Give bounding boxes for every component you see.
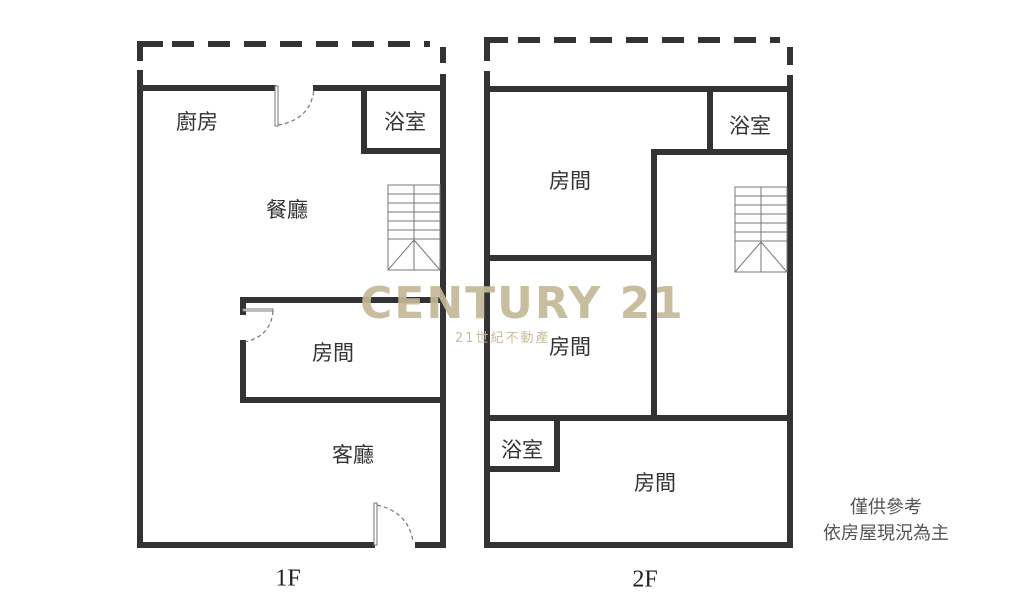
room-label-kitchen: 廚房 (176, 110, 218, 134)
disclaimer-note: 僅供參考 依房屋現況為主 (806, 495, 966, 547)
room-label-bathroom-2f-top: 浴室 (729, 114, 771, 138)
floor-2f-walls (484, 37, 793, 548)
door-kitchen (274, 85, 315, 127)
watermark-brand: CENTURY 21 (360, 278, 685, 329)
watermark-subtitle: 21世紀不動產 (455, 331, 551, 346)
room-label-bedroom-2f-a: 房間 (549, 169, 591, 193)
room-label-bedroom-2f-b: 房間 (549, 335, 591, 359)
room-label-bedroom-2f-c: 房間 (634, 471, 676, 495)
door-entrance (373, 502, 414, 546)
floor-label-1f: 1F (275, 565, 301, 592)
room-label-dining: 餐廳 (266, 198, 308, 222)
room-label-bedroom-1f: 房間 (312, 341, 354, 365)
door-bedroom-1f (242, 308, 274, 343)
floor-label-2f: 2F (632, 566, 658, 593)
room-label-bathroom-1f: 浴室 (384, 110, 426, 134)
room-label-bathroom-2f-bottom: 浴室 (501, 438, 543, 462)
stairs-1f (387, 184, 441, 271)
floor-1f-walls (137, 41, 446, 548)
stairs-2f (734, 186, 788, 273)
note-line-2: 依房屋現況為主 (823, 523, 949, 544)
room-label-living: 客廳 (332, 443, 374, 467)
note-line-1: 僅供參考 (850, 497, 922, 518)
